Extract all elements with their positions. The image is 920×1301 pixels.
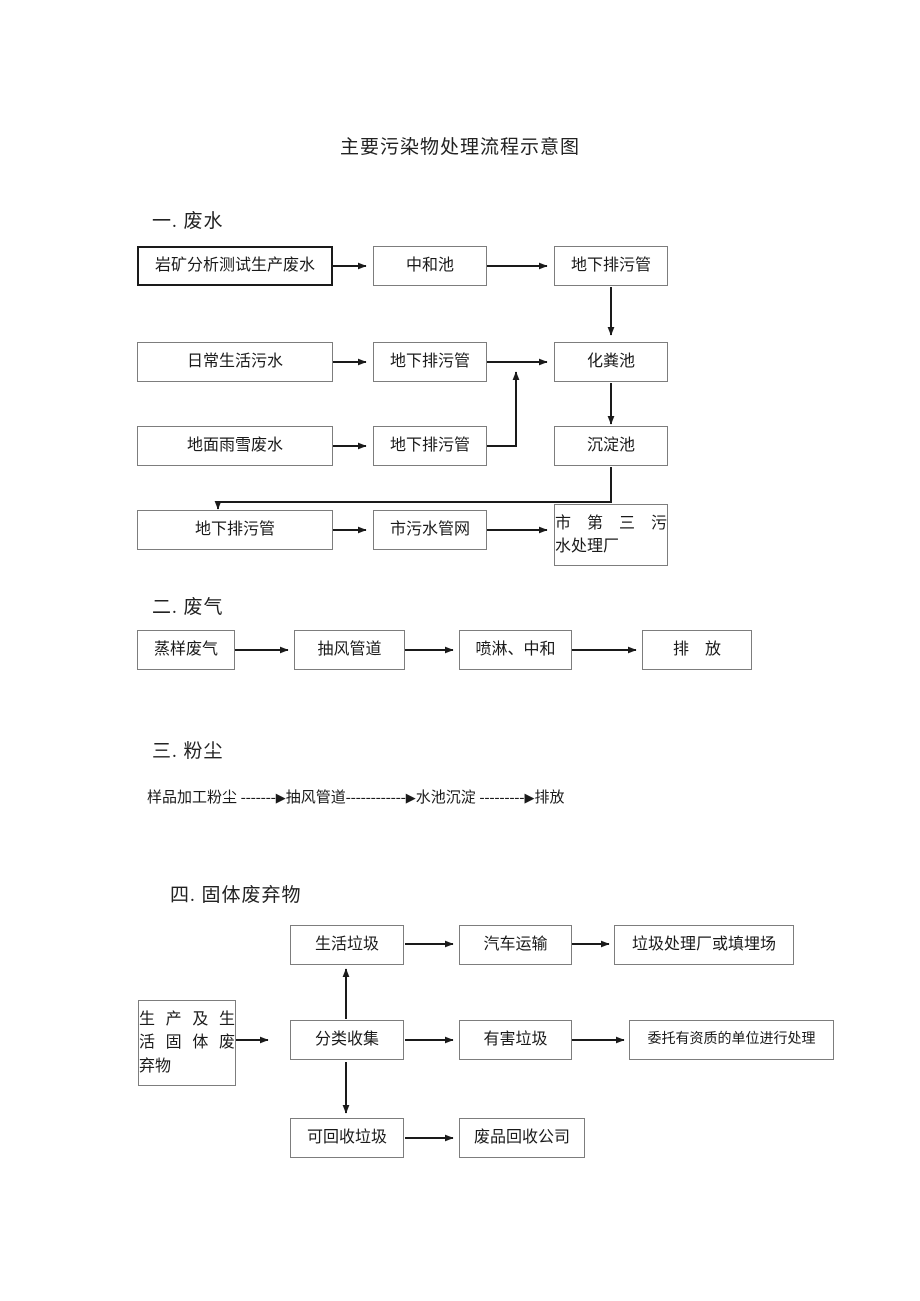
box-label: 岩矿分析测试生产废水	[154, 257, 315, 275]
box-hazardous-waste[interactable]: 有害垃圾	[459, 1020, 572, 1060]
box-sorted-collection[interactable]: 分类收集	[290, 1020, 404, 1060]
dust-dash-1: -------	[240, 790, 276, 806]
box-label: 有害垃圾	[483, 1031, 548, 1049]
box-sewer-pipe-3[interactable]: 地下排污管	[373, 426, 487, 466]
box-production-living-solid-waste[interactable]: 生 产 及 生 活 固 体 废 弃物	[138, 1000, 236, 1086]
section-heading-wastewater: 一. 废水	[152, 211, 224, 232]
box-household-waste[interactable]: 生活垃圾	[290, 925, 404, 965]
dust-step-4: 排放	[534, 790, 565, 806]
box-steam-sample-gas[interactable]: 蒸样废气	[137, 630, 235, 670]
box-label: 排 放	[672, 641, 721, 659]
page-title: 主要污染物处理流程示意图	[339, 137, 580, 158]
box-qualified-unit-treatment[interactable]: 委托有资质的单位进行处理	[629, 1020, 834, 1060]
box-city-third-sewage-plant[interactable]: 市 第 三 污 水处理厂	[554, 504, 668, 566]
dust-dash-2: ------------	[345, 790, 406, 806]
box-gas-discharge[interactable]: 排 放	[642, 630, 752, 670]
box-label: 地下排污管	[570, 257, 651, 275]
box-label: 可回收垃圾	[306, 1129, 387, 1147]
box-label: 地下排污管	[389, 353, 470, 371]
box-exhaust-duct[interactable]: 抽风管道	[294, 630, 405, 670]
box-label: 分类收集	[314, 1031, 379, 1049]
box-label: 市污水管网	[389, 521, 470, 539]
box-label: 蒸样废气	[153, 641, 218, 659]
box-septic-tank[interactable]: 化粪池	[554, 342, 668, 382]
box-sewer-pipe-2[interactable]: 地下排污管	[373, 342, 487, 382]
box-truck-transport[interactable]: 汽车运输	[459, 925, 572, 965]
arrow-right-icon: ▶	[275, 790, 286, 805]
dust-step-2: 抽风管道	[285, 790, 346, 806]
dust-dash-3: ---------	[479, 790, 525, 806]
box-label-line2: 活 固 体 废	[139, 1034, 235, 1052]
box-label: 日常生活污水	[186, 353, 283, 371]
box-label: 汽车运输	[483, 936, 548, 954]
box-label-line1: 市 第 三 污	[555, 514, 667, 532]
box-label: 废品回收公司	[473, 1129, 570, 1147]
box-label: 沉淀池	[586, 437, 635, 455]
arrow-right-icon: ▶	[405, 790, 416, 805]
box-rock-wastewater[interactable]: 岩矿分析测试生产废水	[137, 246, 333, 286]
box-label: 抽风管道	[317, 641, 382, 659]
dust-step-3: 水池沉淀	[415, 790, 476, 806]
dust-step-1: 样品加工粉尘	[147, 790, 238, 806]
box-label: 中和池	[405, 257, 454, 275]
box-sewer-pipe-1[interactable]: 地下排污管	[554, 246, 668, 286]
section-heading-dust: 三. 粉尘	[152, 741, 224, 762]
box-recyclable-waste[interactable]: 可回收垃圾	[290, 1118, 404, 1158]
box-label: 垃圾处理厂或填埋场	[631, 936, 776, 954]
box-label: 化粪池	[586, 353, 635, 371]
box-sedimentation-tank[interactable]: 沉淀池	[554, 426, 668, 466]
box-label-line3: 弃物	[139, 1057, 172, 1075]
dust-flow-line: 样品加工粉尘 -------▶抽风管道------------▶水池沉淀 ---…	[147, 786, 564, 807]
box-label: 地面雨雪废水	[186, 437, 283, 455]
box-recycling-company[interactable]: 废品回收公司	[459, 1118, 585, 1158]
box-label-line2: 水处理厂	[555, 538, 620, 555]
arrow-right-icon: ▶	[524, 790, 535, 805]
box-landfill-or-plant[interactable]: 垃圾处理厂或填埋场	[614, 925, 794, 965]
box-neutralization-tank[interactable]: 中和池	[373, 246, 487, 286]
section-heading-waste-gas: 二. 废气	[152, 597, 224, 618]
box-city-sewer-network[interactable]: 市污水管网	[373, 510, 487, 550]
box-domestic-sewage[interactable]: 日常生活污水	[137, 342, 333, 382]
box-label: 地下排污管	[389, 437, 470, 455]
box-label: 地下排污管	[194, 521, 275, 539]
box-rain-snow-wastewater[interactable]: 地面雨雪废水	[137, 426, 333, 466]
box-label: 委托有资质的单位进行处理	[647, 1031, 816, 1047]
box-spray-neutralize[interactable]: 喷淋、中和	[459, 630, 572, 670]
box-label: 喷淋、中和	[475, 641, 556, 659]
box-sewer-pipe-4[interactable]: 地下排污管	[137, 510, 333, 550]
box-label: 生活垃圾	[314, 936, 379, 954]
section-heading-solid-waste: 四. 固体废弃物	[170, 885, 302, 906]
box-label-line1: 生 产 及 生	[139, 1011, 235, 1029]
